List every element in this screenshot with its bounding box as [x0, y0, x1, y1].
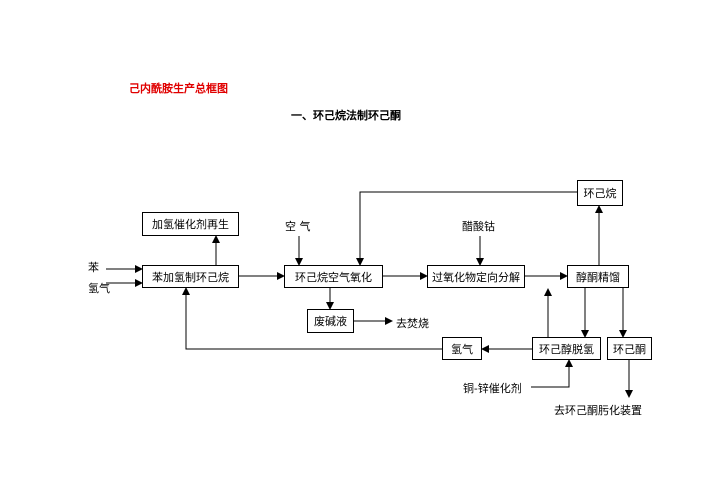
box-alcohol-ketone-rectification: 醇酮精馏 [567, 265, 629, 288]
label-to-incineration: 去焚烧 [396, 317, 429, 330]
label-benzene: 苯 [88, 261, 99, 274]
arrow-hydrogen-recycle [182, 287, 442, 350]
box-cyclohexane: 环己烷 [577, 180, 623, 206]
arrow-cu-zn-catalyst-in [531, 359, 573, 388]
label-air: 空 气 [285, 220, 311, 233]
label-hydrogen-feed: 氢气 [88, 282, 110, 295]
box-cyclohexanol-dehydrogenation: 环己醇脱氢 [532, 337, 601, 360]
label-cu-zn-catalyst: 铜-锌催化剂 [463, 382, 522, 395]
section-subtitle: 一、环己烷法制环己酮 [291, 109, 401, 122]
page-title: 己内酰胺生产总框图 [129, 82, 228, 95]
label-cobalt-acetate: 醋酸钴 [462, 220, 495, 233]
label-to-oximation: 去环己酮肟化装置 [554, 404, 642, 417]
box-catalyst-regeneration: 加氢催化剂再生 [142, 212, 239, 236]
box-benzene-hydrogenation: 苯加氢制环己烷 [142, 265, 239, 288]
box-air-oxidation: 环己烷空气氧化 [284, 265, 383, 288]
box-waste-alkali: 废碱液 [307, 309, 354, 333]
box-cyclohexanone: 环己酮 [607, 337, 652, 360]
arrow-cyclohexane-recycle [356, 191, 577, 266]
box-peroxide-decomposition: 过氧化物定向分解 [427, 265, 525, 288]
box-hydrogen: 氢气 [442, 337, 482, 360]
